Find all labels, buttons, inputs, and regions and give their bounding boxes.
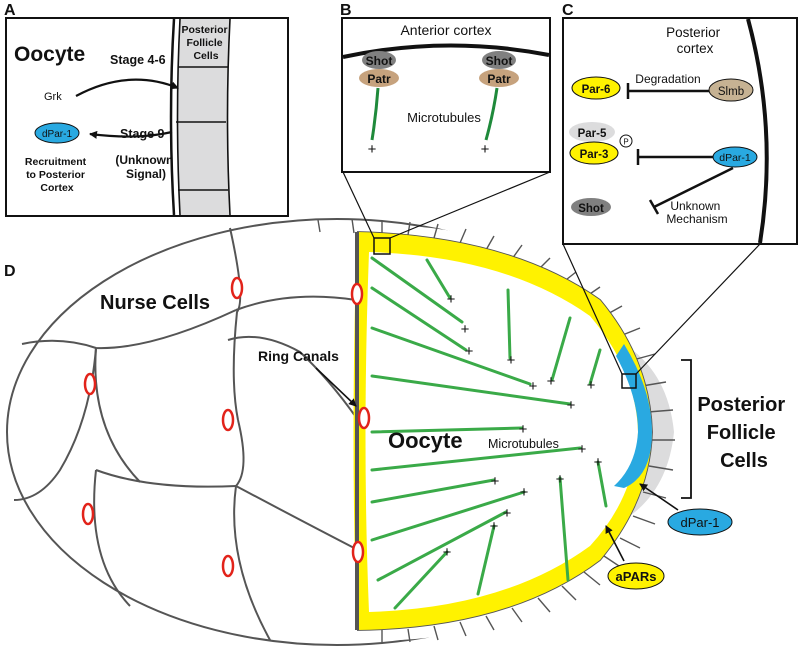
par6-badge [571, 76, 621, 100]
inset-marker-posterior [621, 373, 637, 389]
svg-text:+: + [520, 484, 529, 501]
signal-arrow [89, 130, 173, 139]
posterior-cortex-title: Posterior cortex [666, 25, 724, 56]
panel-c-letter: C [562, 2, 574, 19]
patr-label-b-left: Patr [367, 72, 391, 86]
svg-text:+: + [461, 321, 470, 338]
par3-badge [569, 141, 619, 165]
svg-text:+: + [507, 352, 516, 369]
stage-4-6-label: Stage 4-6 [110, 53, 166, 67]
svg-text:+: + [465, 343, 474, 360]
dpar1-badge-a [34, 122, 80, 144]
nurse-cells-label: Nurse Cells [100, 292, 210, 314]
svg-text:+: + [547, 373, 556, 390]
patr-badge-b-right [479, 69, 519, 87]
ring-canals-pointer [315, 367, 357, 407]
oocyte-membrane [169, 18, 176, 216]
unknown-mechanism-label: Unknown Mechanism [666, 199, 727, 226]
patr-label-b-right: Patr [487, 72, 511, 86]
svg-text:+: + [503, 505, 512, 522]
dpar1-label-a: dPar-1 [42, 129, 72, 140]
panel-c: C Posterior cortex Par-6 Degradation Slm… [562, 2, 798, 245]
ring-canals [81, 276, 371, 578]
pfc-bracket [681, 359, 692, 499]
shot-inhibition [653, 166, 734, 209]
shot-badge-b-left [362, 51, 396, 69]
dpar1-label-c: dPar-1 [719, 152, 751, 164]
degradation-label: Degradation [635, 72, 700, 86]
phospho-label: P [623, 138, 628, 147]
shot-label-c: Shot [578, 203, 604, 215]
grk-arrow [75, 78, 179, 97]
microtubules-label-d: Microtubules [488, 437, 559, 451]
svg-text:+: + [556, 471, 565, 488]
par5-badge [569, 122, 615, 142]
dpar1-pointer [639, 483, 679, 511]
svg-text:+: + [567, 397, 576, 414]
svg-text:+: + [490, 518, 499, 535]
shot-label-b-right: Shot [486, 54, 513, 68]
microtubules [370, 256, 608, 610]
dpar1-badge-c [712, 146, 758, 168]
svg-text:+: + [443, 544, 452, 561]
phospho-icon [619, 134, 633, 148]
shot-badge-b-right [482, 51, 516, 69]
par5-label: Par-5 [578, 128, 607, 140]
ring-canals-label: Ring Canals [258, 348, 339, 364]
nurse-cell-boundaries [13, 227, 359, 641]
patr-badge-b-left [359, 69, 399, 87]
posterior-cortex-membrane [746, 18, 769, 244]
microtubules-label-b: Microtubules [407, 110, 481, 125]
svg-text:+: + [587, 377, 596, 394]
svg-text:+: + [447, 291, 456, 308]
shot-badge-c [571, 198, 611, 216]
unknown-signal-label: (Unknown Signal) [115, 153, 176, 181]
par6-label: Par-6 [582, 84, 611, 96]
grk-label: Grk [44, 91, 62, 103]
dpar1-label-d: dPar-1 [680, 515, 719, 530]
slmb-badge [708, 78, 754, 102]
svg-text:+: + [529, 378, 538, 395]
dpar1-crescent [614, 344, 652, 488]
pfc-label-d: Posterior Follicle Cells [697, 394, 790, 472]
panel-d: D [4, 171, 790, 646]
plus-b-right: + [481, 141, 490, 158]
panel-a-letter: A [4, 2, 16, 19]
microtubule-b-right [484, 87, 499, 141]
svg-text:+: + [519, 421, 528, 438]
svg-text:+: + [491, 473, 500, 490]
svg-text:+: + [578, 441, 587, 458]
oocyte-label-a: Oocyte [14, 43, 85, 66]
panel-a: A Posterior Follicle Cells Oocyte Stage … [4, 2, 289, 217]
plus-ends: + + + + + + + + + + + + + + + + + [443, 291, 603, 561]
panel-d-letter: D [4, 263, 16, 280]
anterior-cortex-title: Anterior cortex [400, 22, 491, 38]
inset-marker-anterior [373, 237, 391, 255]
apars-pointer [605, 525, 625, 562]
pfc-label: Posterior Follicle Cells [181, 24, 230, 62]
dpar1-badge-d [667, 508, 733, 536]
apars-badge [607, 562, 665, 590]
slmb-label: Slmb [718, 86, 744, 98]
microtubule-b-left [370, 87, 380, 141]
anterior-cortex-membrane [342, 43, 550, 59]
par3-label: Par-3 [580, 149, 609, 161]
panel-b: B Anterior cortex Shot Patr + Shot Patr … [340, 2, 551, 173]
oocyte-label-d: Oocyte [388, 428, 463, 453]
shot-label-b-left: Shot [366, 54, 393, 68]
recruitment-label: Recruitment to Posterior Cortex [25, 156, 89, 194]
panel-b-letter: B [340, 2, 352, 19]
apars-label: aPARs [616, 569, 657, 584]
svg-text:+: + [594, 454, 603, 471]
plus-b-left: + [368, 141, 377, 158]
